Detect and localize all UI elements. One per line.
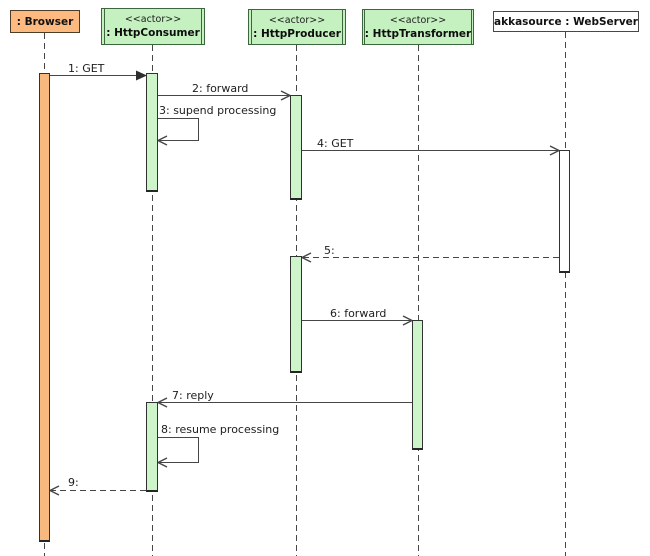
- message-3-self-arrow: [156, 118, 199, 146]
- message-1-arrow: [50, 70, 147, 81]
- activation-web-server: [559, 150, 570, 273]
- activation-browser: [39, 73, 50, 542]
- activation-http-producer-2: [290, 256, 302, 373]
- participant-web-server-label: akkasource : WebServer: [494, 15, 638, 28]
- participant-http-producer: <<actor>> : HttpProducer: [248, 9, 346, 45]
- participant-web-server: akkasource : WebServer: [493, 11, 639, 32]
- message-9-label: 9:: [68, 476, 79, 489]
- activation-http-producer-1: [290, 95, 302, 200]
- participant-http-consumer-stereotype: <<actor>>: [124, 14, 182, 25]
- participant-http-transformer-stereotype: <<actor>>: [389, 14, 447, 26]
- message-9-arrow: [48, 485, 146, 496]
- message-8-self-arrow: [156, 437, 199, 468]
- message-2-label: 2: forward: [192, 82, 249, 95]
- participant-http-consumer-label: : HttpConsumer: [106, 27, 200, 39]
- activation-http-consumer-1: [146, 73, 158, 192]
- participant-http-transformer: <<actor>> : HttpTransformer: [362, 9, 474, 45]
- participant-browser: : Browser: [10, 10, 80, 33]
- message-1-label: 1: GET: [68, 62, 105, 75]
- message-5-label: 5:: [324, 244, 335, 257]
- participant-http-producer-inner: <<actor>> : HttpProducer: [251, 10, 343, 44]
- activation-http-transformer: [412, 320, 423, 450]
- message-6-label: 6: forward: [330, 307, 387, 320]
- message-7-arrow: [156, 397, 412, 408]
- participant-http-consumer: <<actor>> : HttpConsumer: [101, 8, 205, 45]
- message-5-arrow: [300, 252, 559, 263]
- message-4-label: 4: GET: [317, 137, 354, 150]
- participant-http-transformer-inner: <<actor>> : HttpTransformer: [363, 10, 473, 44]
- participant-browser-label: : Browser: [16, 15, 74, 28]
- participant-http-producer-label: : HttpProducer: [253, 27, 341, 40]
- message-3-label: 3: supend processing: [159, 104, 277, 117]
- participant-http-producer-stereotype: <<actor>>: [268, 14, 326, 26]
- activation-http-consumer-2: [146, 402, 158, 492]
- participant-http-transformer-label: : HttpTransformer: [364, 27, 472, 40]
- message-8-label: 8: resume processing: [161, 423, 280, 436]
- message-7-label: 7: reply: [172, 389, 214, 402]
- participant-http-consumer-inner: <<actor>> : HttpConsumer: [104, 9, 202, 44]
